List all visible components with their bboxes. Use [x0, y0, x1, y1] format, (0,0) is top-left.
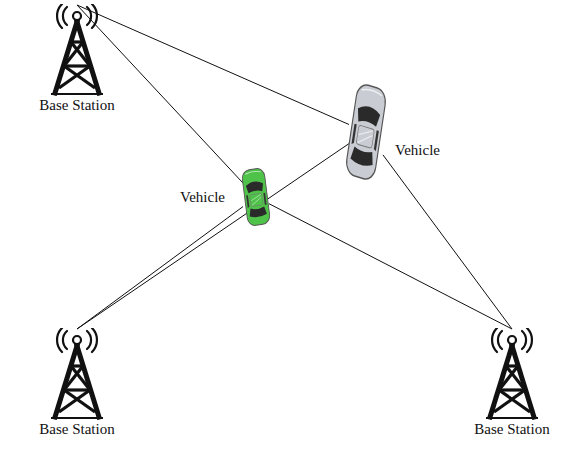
car-icon: [349, 84, 383, 180]
vehicle-label: Vehicle: [180, 188, 225, 206]
tower-icon: [45, 328, 109, 420]
radio-link: [77, 144, 349, 329]
vehicle-label: Vehicle: [395, 141, 440, 159]
base-station: Base Station: [448, 328, 570, 438]
radio-link: [383, 155, 512, 329]
radio-link: [77, 5, 349, 125]
station-label: Base Station: [8, 420, 146, 438]
base-station: Base Station: [8, 328, 146, 438]
tower-icon: [480, 328, 544, 420]
station-label: Base Station: [8, 96, 146, 114]
vehicle: Vehicle: [349, 84, 383, 180]
radio-link: [77, 207, 243, 329]
radio-link: [269, 204, 512, 329]
base-station: Base Station: [8, 4, 146, 114]
vehicle: Vehicle: [243, 168, 269, 226]
station-label: Base Station: [448, 420, 570, 438]
tower-icon: [45, 4, 109, 96]
car-icon: [243, 168, 269, 226]
